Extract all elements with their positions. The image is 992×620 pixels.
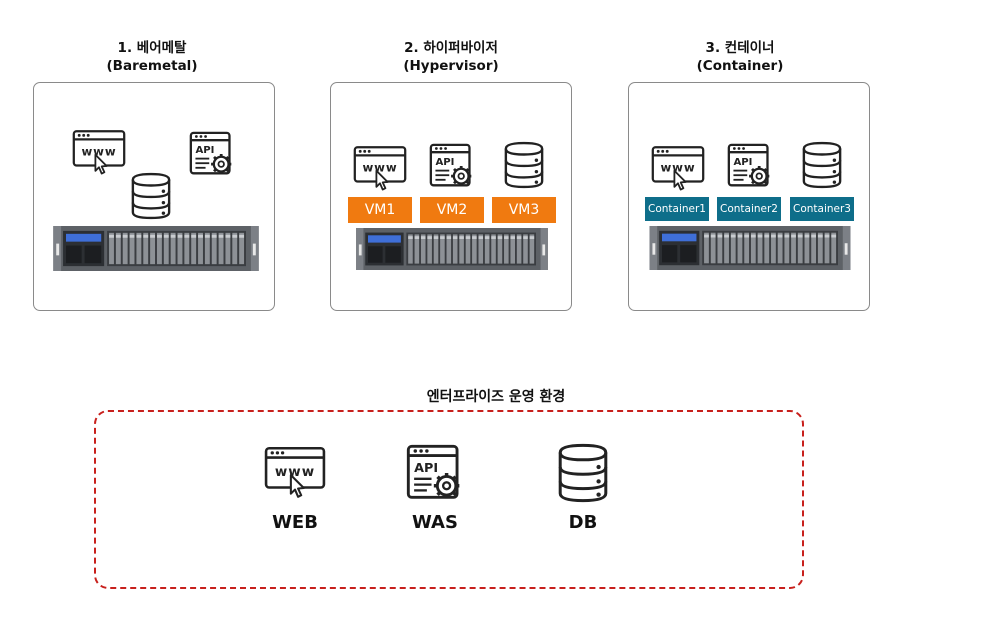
web-label: WEB — [272, 512, 318, 533]
section-subheading: (Hypervisor) — [403, 58, 499, 74]
section-title-container: 3. 컨테이너 (Container) — [640, 39, 840, 75]
vm-box-2: VM2 — [420, 197, 484, 223]
api-gear-icon — [727, 143, 773, 189]
container-box-3: Container3 — [790, 197, 854, 221]
hypervisor-panel: VM1 VM2 VM3 — [330, 82, 572, 311]
server-rack-icon — [348, 228, 556, 270]
database-icon — [801, 141, 843, 189]
container-box-2: Container2 — [717, 197, 781, 221]
vm-box-3: VM3 — [492, 197, 556, 223]
database-icon — [130, 172, 172, 220]
server-rack-icon — [51, 226, 261, 271]
db-icon — [556, 443, 610, 503]
www-browser-icon — [72, 129, 126, 175]
www-browser-icon — [651, 145, 705, 191]
section-subheading: (Container) — [696, 58, 784, 74]
web-icon — [264, 446, 326, 498]
api-gear-icon — [189, 131, 235, 177]
database-icon — [503, 141, 545, 189]
section-heading: 1. 베어메탈 — [117, 40, 187, 56]
section-subheading: (Baremetal) — [106, 58, 198, 74]
baremetal-panel — [33, 82, 275, 311]
enterprise-environment-box — [94, 410, 804, 589]
section-heading: 3. 컨테이너 — [705, 40, 775, 56]
section-title-baremetal: 1. 베어메탈 (Baremetal) — [52, 39, 252, 75]
db-label: DB — [568, 512, 598, 533]
section-title-hypervisor: 2. 하이퍼바이저 (Hypervisor) — [351, 39, 551, 75]
was-icon — [406, 444, 464, 502]
was-label: WAS — [412, 512, 458, 533]
api-gear-icon — [429, 143, 475, 189]
www-browser-icon — [353, 145, 407, 191]
enterprise-title: 엔터프라이즈 운영 환경 — [426, 389, 566, 405]
vm-box-1: VM1 — [348, 197, 412, 223]
section-heading: 2. 하이퍼바이저 — [404, 40, 498, 56]
container-box-1: Container1 — [645, 197, 709, 221]
server-rack-icon — [646, 226, 854, 270]
container-panel: Container1 Container2 Container3 — [628, 82, 870, 311]
